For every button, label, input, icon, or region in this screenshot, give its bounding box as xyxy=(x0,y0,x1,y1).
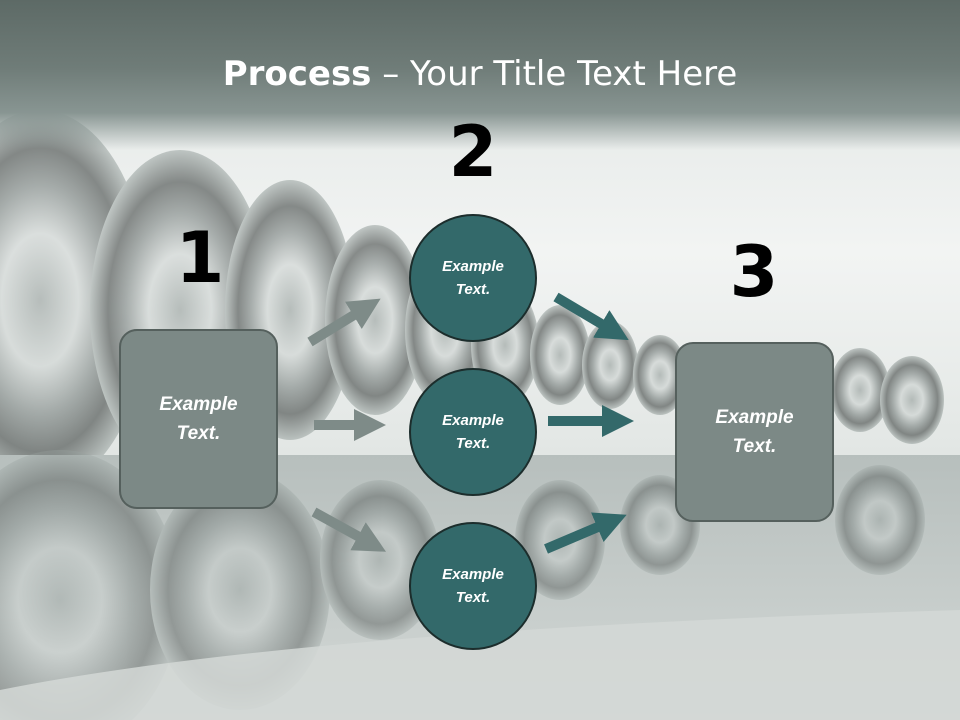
arrow-1-to-2a xyxy=(307,298,381,347)
arrow-1-to-2c xyxy=(311,507,387,552)
arrow-2c-to-3 xyxy=(544,512,627,554)
step-number-2: 2 xyxy=(448,111,498,193)
title-rest: – Your Title Text Here xyxy=(371,54,738,94)
step-1-box: Example Text. xyxy=(119,329,278,509)
step-number-1: 1 xyxy=(175,217,225,299)
step-number-3: 3 xyxy=(729,231,779,313)
step-2-circle-middle: Example Text. xyxy=(409,368,537,496)
step-3-box: Example Text. xyxy=(675,342,834,522)
arrow-2a-to-3 xyxy=(553,292,629,341)
slide-title: Process – Your Title Text Here xyxy=(0,50,960,98)
step-2-circle-bottom: Example Text. xyxy=(409,522,537,650)
title-bold: Process xyxy=(222,54,372,94)
title-bar xyxy=(0,0,960,150)
step-2-circle-top: Example Text. xyxy=(409,214,537,342)
